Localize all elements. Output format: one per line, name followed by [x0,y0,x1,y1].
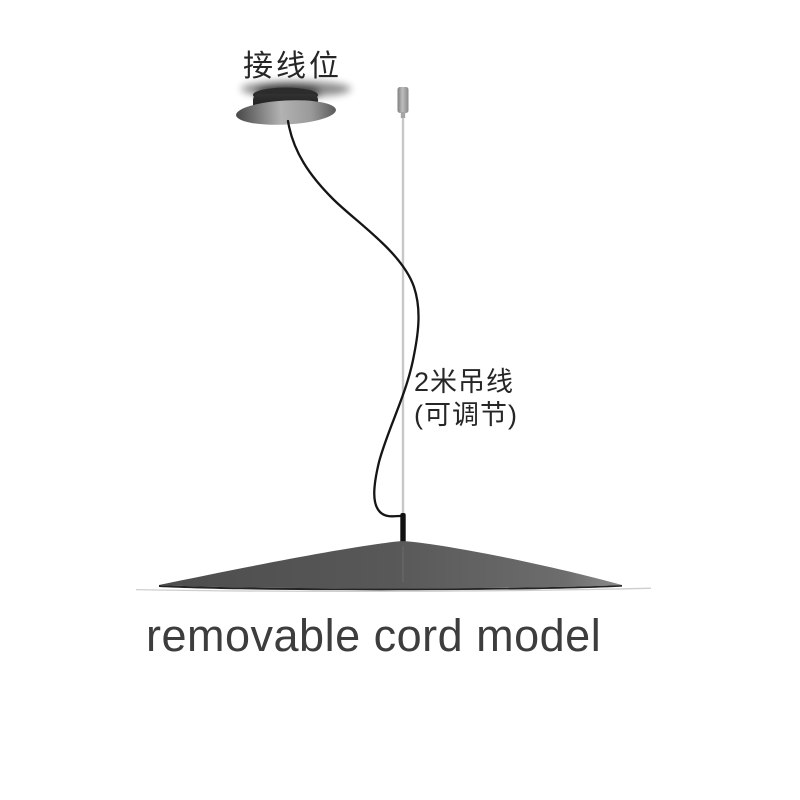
canopy-disc [236,100,336,125]
lamp-shade [159,541,622,589]
wiring-position-label: 接线位 [243,50,342,83]
caption-text: removable cord model [146,610,602,661]
suspension-length-line2: (可调节) [414,400,518,430]
cord-connector [400,513,406,544]
suspension-length-line1: 2米吊线 [414,367,515,397]
ceiling-canopy [236,87,336,125]
hanging-wire [286,119,420,518]
shade-bottom-highlight [135,587,652,592]
shade-bottom-rim [159,585,622,591]
cable-grip [397,87,409,118]
suspension-length-note: 2米吊线 (可调节) [414,366,518,432]
